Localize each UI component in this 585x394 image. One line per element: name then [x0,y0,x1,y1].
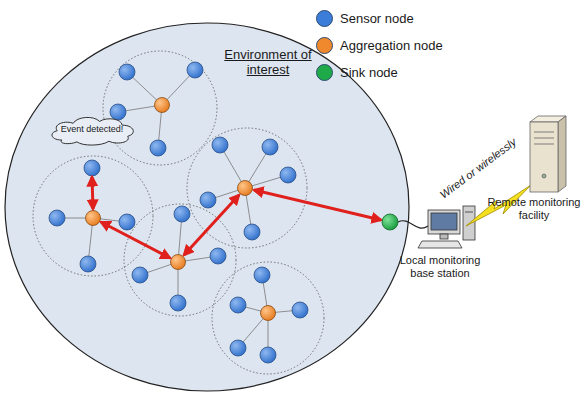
legend-text: Sensor node [340,11,414,26]
legend-entry: Aggregation node [316,32,443,59]
computer-icon [440,234,448,239]
facility-label: Remote monitoring facility [486,196,582,221]
computer-icon [418,241,462,248]
legend-entry: Sensor node [316,5,443,32]
computer-icon [431,213,457,230]
legend-entry: Sink node [316,59,443,86]
legend: Sensor nodeAggregation nodeSink node [316,5,443,86]
server-icon [534,144,554,145]
server-icon [534,132,554,133]
legend-swatch [316,37,333,54]
server-icon [530,122,558,192]
station-label: Local monitoring base station [392,254,488,279]
region-title: Environment of interest [223,48,313,78]
legend-swatch [316,10,333,27]
link-label: Wired or wirelessly [437,135,518,201]
cloud-shape [52,117,133,145]
event-cloud: Event detected! [45,114,139,145]
computer-icon [465,212,473,213]
event-text: Event detected! [61,124,124,134]
server-icon [558,116,566,192]
server-icon [530,116,566,192]
computer-icon [428,210,460,234]
legend-text: Aggregation node [340,38,443,53]
computer-icon [463,206,475,240]
computer-icon [418,206,475,248]
server-icon [542,174,546,178]
legend-text: Sink node [340,65,398,80]
legend-swatch [316,64,333,81]
server-icon [530,116,566,122]
region-ellipse [5,23,409,391]
server-icon [534,138,554,139]
